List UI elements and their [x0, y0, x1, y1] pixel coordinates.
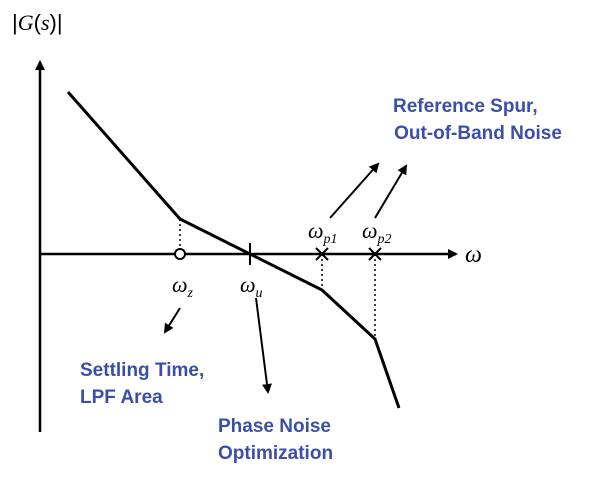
- arrow-u-to-phase-noise: [255, 297, 272, 394]
- label-omega-u: ωu: [240, 272, 263, 301]
- annotation-reference-spur: Reference Spur, Out-of-Band Noise: [393, 96, 562, 144]
- label-omega-p1: ωp1: [308, 218, 338, 247]
- pole-marker-p1: [315, 247, 329, 261]
- pole-marker-p2: [368, 247, 382, 261]
- label-omega-p2: ωp2: [362, 218, 392, 247]
- annotation-phase-noise: Phase Noise Optimization: [218, 416, 336, 464]
- arrow-z-to-settling: [163, 307, 181, 334]
- zero-marker: [174, 248, 186, 260]
- arrow-p2-to-spur: [374, 164, 408, 219]
- label-omega-z: ωz: [172, 272, 194, 301]
- annotation-settling-time: Settling Time, LPF Area: [80, 360, 210, 408]
- x-axis-label: ω: [465, 242, 482, 268]
- y-axis-label: |G(s)|: [12, 10, 63, 35]
- arrow-p1-to-spur: [329, 162, 380, 219]
